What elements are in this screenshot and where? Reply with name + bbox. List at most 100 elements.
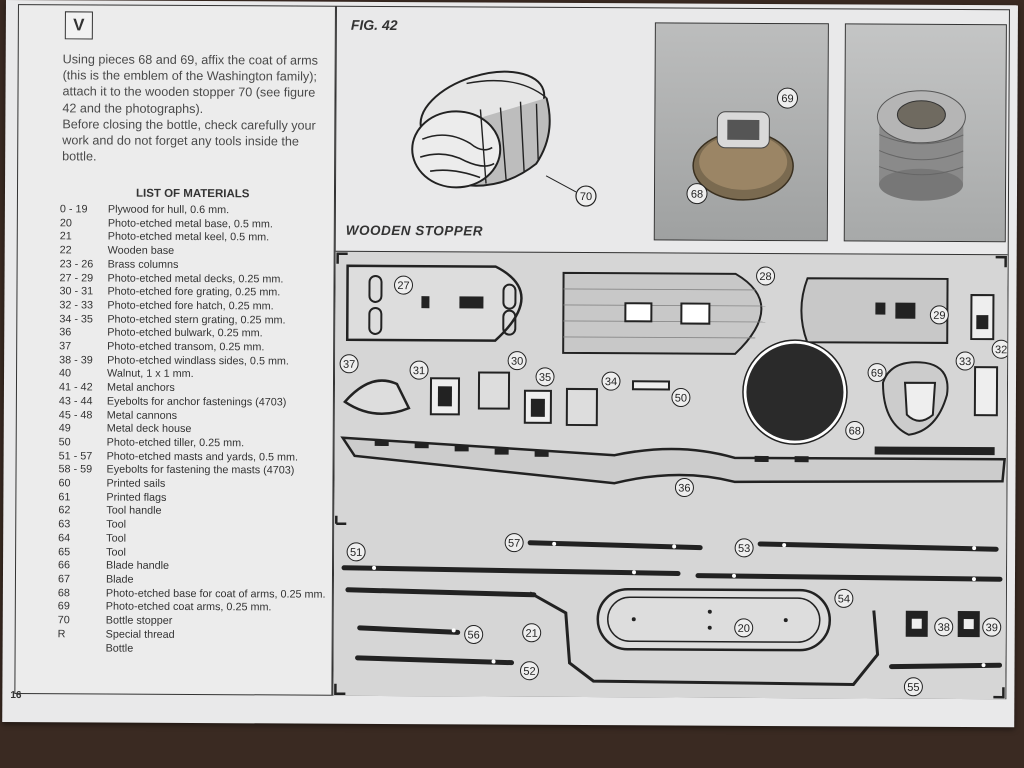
material-description: Photo-etched masts and yards, 0.5 mm. bbox=[106, 450, 299, 464]
material-description: Photo-etched metal decks, 0.25 mm. bbox=[107, 272, 284, 285]
svg-text:34: 34 bbox=[605, 376, 617, 388]
material-number: 69 bbox=[57, 600, 70, 613]
material-description: Metal cannons bbox=[106, 409, 178, 422]
material-row: 21 Photo-etched metal keel, 0.5 mm. bbox=[56, 231, 336, 246]
instructions: Using pieces 68 and 69, affix the coat o… bbox=[62, 51, 333, 166]
material-description: Eyebolts for anchor fastenings (4703) bbox=[106, 395, 287, 409]
svg-text:20: 20 bbox=[738, 623, 750, 635]
material-description: Metal deck house bbox=[106, 422, 192, 436]
photo-stopper bbox=[843, 23, 1007, 243]
material-description: Bottle bbox=[105, 642, 134, 655]
svg-text:53: 53 bbox=[738, 543, 750, 555]
label-27: 27 bbox=[394, 275, 414, 295]
label-57: 57 bbox=[504, 533, 524, 553]
figure-caption: WOODEN STOPPER bbox=[345, 222, 484, 239]
photo-label-68: 68 bbox=[691, 189, 703, 201]
label-37: 37 bbox=[339, 354, 359, 374]
material-description: Eyebolts for fastening the masts (4703) bbox=[106, 463, 295, 477]
instruction-paragraph-1: Using pieces 68 and 69, affix the coat o… bbox=[62, 52, 319, 116]
material-row: Bottle bbox=[54, 642, 334, 657]
material-description: Wooden base bbox=[107, 244, 175, 257]
label-51: 51 bbox=[346, 542, 366, 562]
label-54: 54 bbox=[834, 588, 854, 608]
material-row: 49 Metal deck house bbox=[55, 423, 335, 438]
material-number: 66 bbox=[58, 559, 71, 572]
label-28: 28 bbox=[756, 266, 776, 286]
label-35: 35 bbox=[535, 367, 555, 387]
label-31: 31 bbox=[409, 360, 429, 380]
material-row: 66 Blade handle bbox=[54, 560, 334, 575]
photo-label-69: 69 bbox=[781, 93, 793, 105]
label-38: 38 bbox=[934, 617, 954, 637]
svg-text:37: 37 bbox=[343, 359, 355, 371]
material-number: 43 - 44 bbox=[58, 395, 93, 408]
label-68: 68 bbox=[845, 420, 865, 440]
material-description: Tool bbox=[106, 546, 126, 559]
label-52: 52 bbox=[519, 661, 539, 681]
label-34: 34 bbox=[601, 371, 621, 391]
label-33: 33 bbox=[955, 351, 975, 371]
photo-etched-sheet: 27 28 29 32 37 31 30 35 34 50 68 69 33 3… bbox=[333, 250, 1011, 700]
material-description: Plywood for hull, 0.6 mm. bbox=[107, 203, 230, 217]
svg-text:29: 29 bbox=[933, 310, 945, 322]
material-number: 40 bbox=[59, 367, 72, 380]
svg-text:38: 38 bbox=[938, 622, 950, 634]
svg-text:52: 52 bbox=[523, 666, 535, 678]
svg-text:32: 32 bbox=[995, 344, 1007, 356]
svg-text:56: 56 bbox=[468, 629, 480, 641]
step-label: V bbox=[64, 11, 93, 40]
label-70: 70 bbox=[580, 191, 592, 203]
material-number: 64 bbox=[58, 532, 71, 545]
label-21: 21 bbox=[522, 623, 542, 643]
svg-text:28: 28 bbox=[759, 271, 771, 283]
material-number: 34 - 35 bbox=[59, 312, 93, 326]
material-description: Brass columns bbox=[107, 258, 179, 271]
material-number: 21 bbox=[59, 230, 72, 243]
label-30: 30 bbox=[507, 351, 527, 371]
material-description: Blade handle bbox=[106, 559, 170, 573]
material-description: Photo-etched transom, 0.25 mm. bbox=[107, 340, 265, 354]
material-number: 49 bbox=[58, 422, 71, 435]
material-number: 63 bbox=[58, 518, 71, 531]
material-number: 38 - 39 bbox=[59, 354, 93, 367]
label-53: 53 bbox=[734, 538, 754, 558]
label-55: 55 bbox=[903, 677, 923, 697]
material-description: Photo-etched coat arms, 0.25 mm. bbox=[105, 600, 272, 614]
material-number: 0 - 19 bbox=[59, 203, 88, 216]
material-description: Photo-etched metal keel, 0.5 mm. bbox=[107, 230, 270, 244]
label-32: 32 bbox=[991, 339, 1011, 359]
svg-text:35: 35 bbox=[539, 372, 551, 384]
label-39: 39 bbox=[982, 617, 1002, 637]
svg-text:68: 68 bbox=[849, 425, 861, 437]
material-number: 70 bbox=[57, 614, 70, 627]
material-number bbox=[54, 642, 106, 656]
material-row: 69 Photo-etched coat arms, 0.25 mm. bbox=[54, 601, 334, 616]
label-56: 56 bbox=[464, 624, 484, 644]
svg-text:33: 33 bbox=[959, 356, 971, 368]
svg-text:69: 69 bbox=[871, 368, 883, 380]
material-number: 68 bbox=[57, 586, 70, 600]
svg-text:54: 54 bbox=[838, 593, 850, 605]
material-description: Tool handle bbox=[106, 505, 162, 518]
material-number: R bbox=[57, 628, 66, 641]
